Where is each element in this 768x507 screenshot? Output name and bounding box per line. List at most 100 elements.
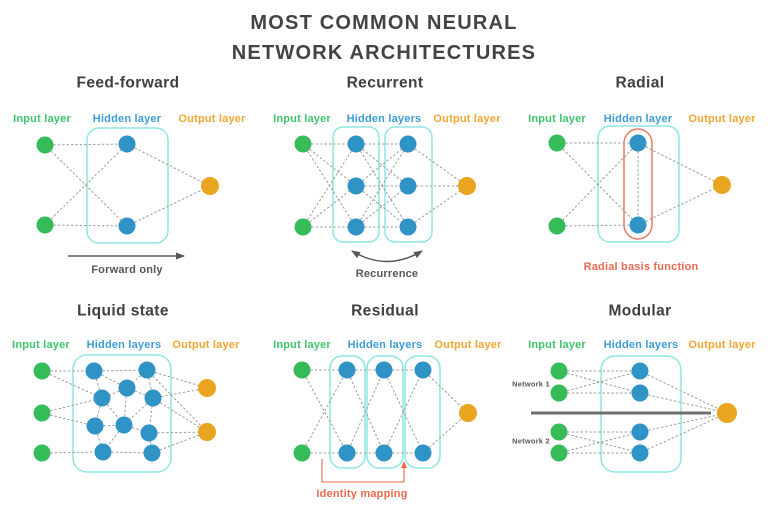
panel-title: Feed-forward: [77, 75, 180, 92]
layer-label: Input layer: [273, 339, 331, 351]
layer-label: Input layer: [273, 113, 331, 125]
edge-line: [558, 431, 641, 454]
node-hidden: [631, 444, 649, 462]
node-hidden: [338, 444, 356, 462]
node-input: [548, 217, 566, 235]
node-hidden: [414, 361, 432, 379]
node-hidden: [347, 218, 365, 236]
layer-label: Hidden layers: [347, 113, 422, 125]
panel-title: Radial: [616, 75, 665, 92]
edge-line: [44, 224, 128, 227]
node-hidden: [140, 424, 158, 442]
edge-line: [41, 451, 104, 454]
node-input: [294, 218, 312, 236]
edge-line: [346, 369, 385, 454]
layer-label: Output layer: [178, 113, 246, 125]
edge-line: [44, 143, 128, 146]
node-input: [33, 362, 51, 380]
hidden-layer-box: [72, 354, 172, 473]
layer-label: Hidden layer: [604, 113, 673, 125]
node-input: [550, 423, 568, 441]
hidden-layer-box: [384, 126, 433, 243]
edge-line: [302, 143, 357, 187]
node-hidden: [347, 177, 365, 195]
edge-line: [639, 392, 728, 414]
node-input: [294, 135, 312, 153]
node-output: [459, 404, 477, 422]
node-hidden: [629, 216, 647, 234]
edge-line: [407, 185, 468, 228]
node-hidden: [86, 417, 104, 435]
node-hidden: [118, 135, 136, 153]
hidden-layer-box: [86, 127, 169, 244]
panel-title: Residual: [351, 303, 419, 320]
edge-line: [639, 412, 728, 433]
node-hidden: [94, 443, 112, 461]
node-hidden: [118, 379, 136, 397]
node-hidden: [138, 361, 156, 379]
layer-label: Output layer: [433, 113, 501, 125]
node-input: [550, 362, 568, 380]
edge-line: [422, 369, 469, 414]
node-hidden: [115, 416, 133, 434]
edge-line: [151, 431, 208, 454]
edge-line: [44, 144, 128, 227]
panel-title: Recurrent: [347, 75, 424, 92]
edge-line: [41, 370, 103, 399]
node-input: [293, 361, 311, 379]
node-input: [550, 444, 568, 462]
node-hidden: [631, 362, 649, 380]
edge-line: [558, 431, 641, 454]
hidden-layer-box: [404, 355, 441, 469]
layer-label: Hidden layers: [604, 339, 679, 351]
edge-line: [302, 143, 357, 228]
edge-line: [556, 142, 639, 227]
edge-line: [146, 369, 208, 389]
node-hidden: [629, 134, 647, 152]
edge-line: [152, 397, 208, 433]
edge-line: [148, 432, 153, 454]
edge-line: [639, 412, 728, 454]
edge-line: [302, 185, 357, 228]
edge-line: [146, 369, 208, 433]
node-input: [36, 136, 54, 154]
edge-line: [152, 387, 208, 399]
edge-line: [558, 370, 641, 394]
page-title-line-1: MOST COMMON NEURAL: [250, 12, 518, 34]
node-hidden: [347, 135, 365, 153]
layer-label: Output layer: [172, 339, 240, 351]
node-hidden: [118, 217, 136, 235]
node-hidden: [338, 361, 356, 379]
node-hidden: [143, 444, 161, 462]
node-output: [458, 177, 476, 195]
annotation-text: Identity mapping: [316, 488, 407, 500]
node-hidden: [399, 135, 417, 153]
edge-line: [44, 143, 128, 226]
edge-line: [556, 224, 639, 227]
node-output: [713, 176, 731, 194]
page-title-line-2: NETWORK ARCHITECTURES: [231, 42, 537, 64]
layer-label: Hidden layer: [93, 113, 162, 125]
node-input: [33, 444, 51, 462]
panel-title: Liquid state: [77, 303, 169, 320]
edge-line: [637, 142, 723, 186]
node-hidden: [93, 389, 111, 407]
annotation-text: Radial basis function: [584, 261, 699, 273]
edge-line: [148, 431, 208, 434]
layer-label: Hidden layers: [87, 339, 162, 351]
layer-label: Input layer: [12, 339, 70, 351]
node-output: [717, 403, 737, 423]
node-hidden: [631, 423, 649, 441]
annotation-text: Recurrence: [356, 268, 419, 280]
node-hidden: [399, 218, 417, 236]
node-input: [293, 444, 311, 462]
radial-basis-pill: [623, 128, 653, 240]
layer-label: Input layer: [528, 339, 586, 351]
